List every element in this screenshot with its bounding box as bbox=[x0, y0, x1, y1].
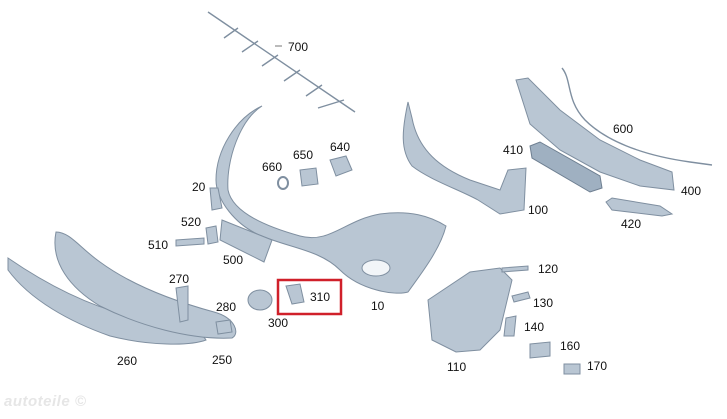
label-10: 10 bbox=[371, 299, 385, 313]
cover-300 bbox=[247, 289, 273, 311]
label-520: 520 bbox=[181, 215, 202, 229]
label-510: 510 bbox=[148, 238, 169, 252]
label-160: 160 bbox=[560, 339, 581, 353]
label-310: 310 bbox=[310, 290, 331, 304]
bracket-420 bbox=[605, 197, 674, 217]
label-20: 20 bbox=[192, 180, 206, 194]
small-parts-20-520-510 bbox=[175, 187, 223, 247]
label-420: 420 bbox=[621, 217, 642, 231]
label-410: 410 bbox=[503, 143, 524, 157]
small-parts-120-170 bbox=[501, 265, 581, 375]
sensors-640-650-660 bbox=[277, 155, 353, 190]
watermark: autoteile © bbox=[4, 393, 87, 410]
plate-500 bbox=[219, 219, 273, 263]
wiring-harness-700 bbox=[207, 11, 356, 113]
label-280: 280 bbox=[216, 300, 237, 314]
label-130: 130 bbox=[533, 296, 554, 310]
carrier-100-410 bbox=[402, 101, 527, 215]
absorber-400 bbox=[515, 77, 675, 193]
label-260: 260 bbox=[117, 354, 138, 368]
label-250: 250 bbox=[212, 353, 233, 367]
label-640: 640 bbox=[330, 140, 351, 154]
label-270: 270 bbox=[169, 272, 190, 286]
side-carrier-110 bbox=[427, 267, 513, 353]
label-660: 660 bbox=[262, 160, 283, 174]
highlight-box bbox=[276, 278, 343, 316]
label-100: 100 bbox=[528, 203, 549, 217]
label-650: 650 bbox=[293, 148, 314, 162]
cable-600 bbox=[561, 67, 713, 166]
label-700: 700 bbox=[288, 40, 309, 54]
label-400: 400 bbox=[681, 184, 702, 198]
label-120: 120 bbox=[538, 262, 559, 276]
label-110: 110 bbox=[447, 360, 467, 374]
label-500: 500 bbox=[223, 253, 244, 267]
lower-grille-250 bbox=[54, 231, 237, 339]
bracket-310 bbox=[285, 283, 305, 305]
brackets-270-280 bbox=[175, 285, 233, 335]
label-600: 600 bbox=[613, 122, 634, 136]
label-170: 170 bbox=[587, 359, 608, 373]
bumper-cover-10 bbox=[215, 105, 447, 294]
label-140: 140 bbox=[524, 320, 545, 334]
label-300: 300 bbox=[268, 316, 289, 330]
